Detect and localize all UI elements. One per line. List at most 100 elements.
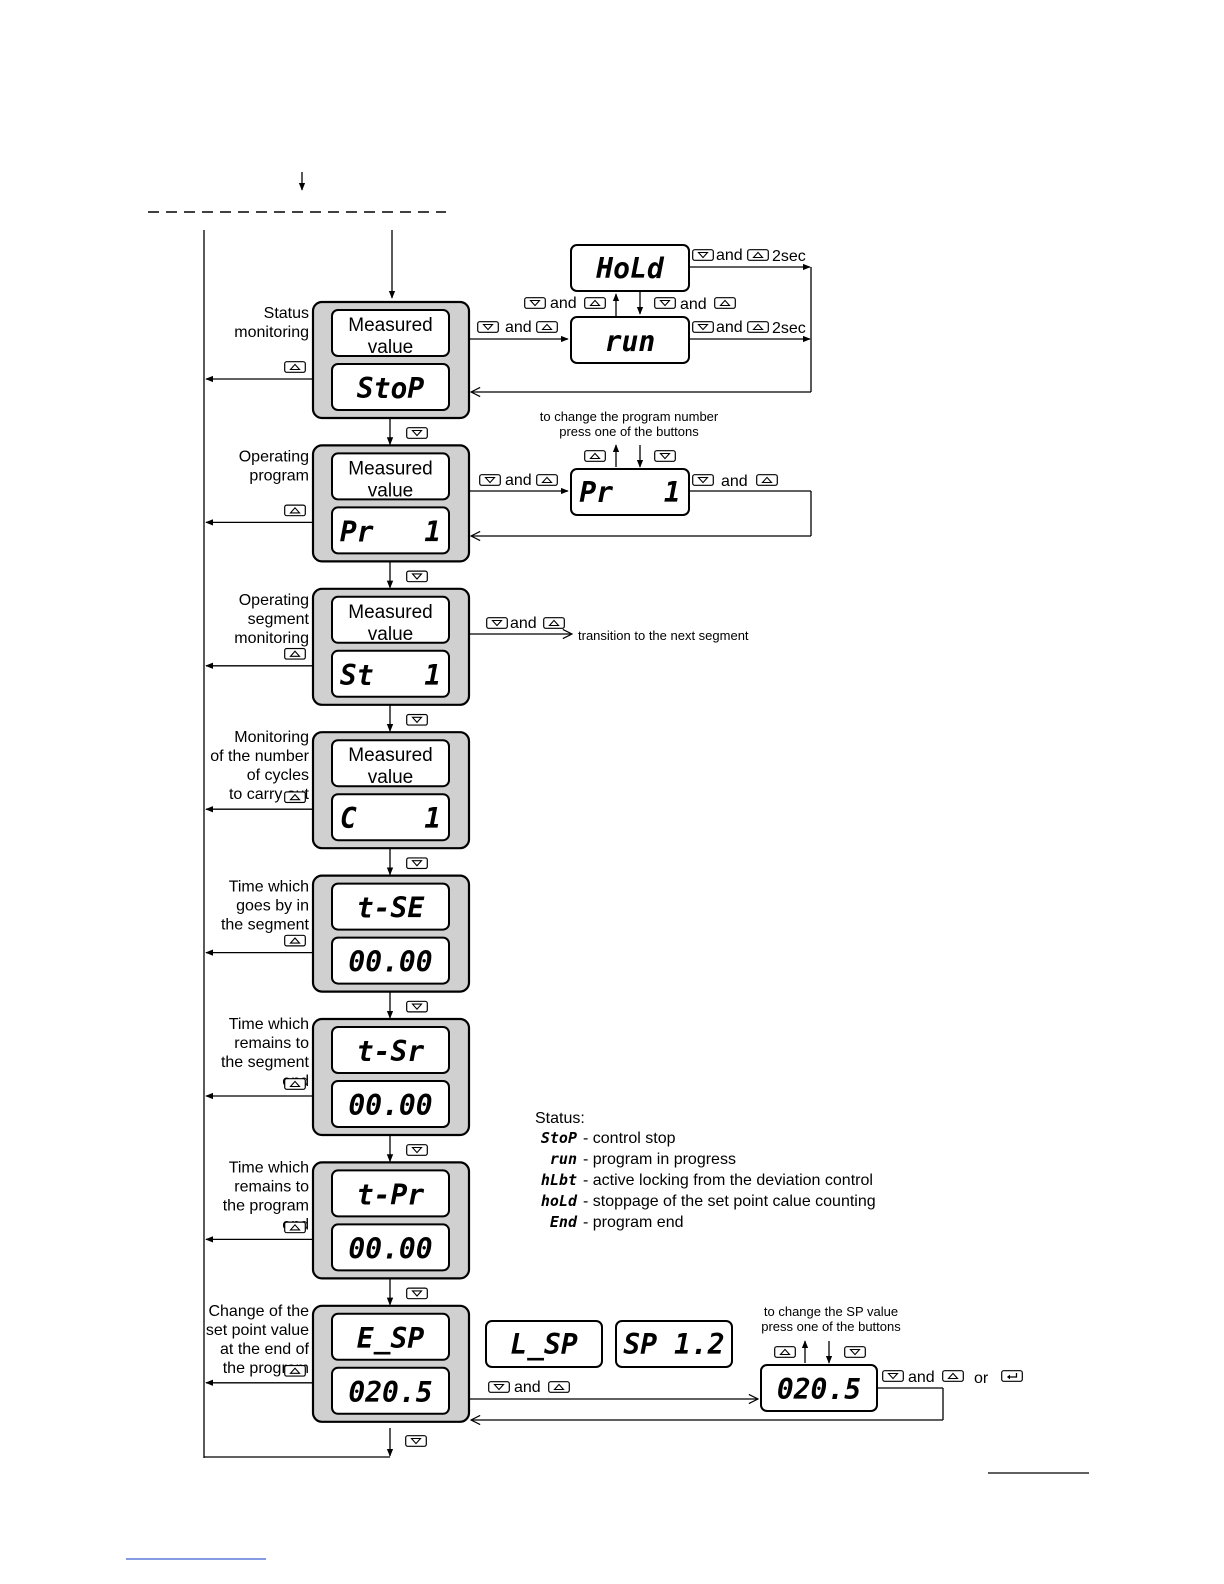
up-button-icon[interactable] [747,321,769,333]
up-button-icon[interactable] [584,450,606,462]
status-code: hLbt [541,1171,577,1189]
status-code: run [550,1150,577,1168]
lower-display [331,793,450,842]
upper-display-text: t-Sr [357,1035,425,1068]
program-number-display [570,468,690,516]
down-button-icon[interactable] [692,321,714,333]
down-button-icon[interactable] [477,321,499,333]
up-button-icon[interactable] [774,1346,796,1358]
upper-display [331,1312,450,1361]
up-button-icon[interactable] [536,474,558,486]
hold-display-text: HoLd [595,252,665,285]
and-label: and [510,615,537,632]
status-description: - program end [583,1214,684,1231]
and-label: and [721,473,748,490]
and-label: and [514,1379,541,1396]
up-button-icon[interactable] [284,361,306,373]
lower-display-text: StoP [357,372,425,405]
down-button-icon[interactable] [654,450,676,462]
up-button-icon[interactable] [284,504,306,517]
status-code: StoP [541,1129,577,1147]
down-button-icon[interactable] [406,1287,428,1300]
up-button-icon[interactable] [548,1381,570,1393]
enter-button-icon[interactable] [1001,1370,1023,1382]
down-button-icon[interactable] [486,617,508,629]
up-button-icon[interactable] [714,297,736,309]
and-label: and [716,319,743,336]
status-description: - active locking from the deviation cont… [583,1172,873,1189]
down-button-icon[interactable] [406,1144,428,1156]
upper-display-text: E_SP [357,1322,425,1355]
up-button-icon[interactable] [284,1364,306,1377]
down-button-icon[interactable] [692,474,714,486]
up-button-icon[interactable] [747,249,769,261]
down-button-icon[interactable] [406,570,428,583]
up-button-icon[interactable] [284,934,306,947]
up-button-icon[interactable] [284,1221,306,1234]
up-button-icon[interactable] [543,617,565,629]
and-label: and [550,295,577,312]
lower-display [331,506,450,555]
or-label: or [974,1370,989,1387]
up-button-icon[interactable] [284,791,306,804]
up-button-icon[interactable] [536,321,558,333]
l-sp-display-text: L_SP [510,1328,578,1361]
hold-display [570,244,690,292]
up-button-icon[interactable] [284,1078,306,1090]
l-sp-display [485,1320,603,1368]
upper-display [331,882,450,931]
status-legend-title: Status: [535,1110,585,1127]
upper-display-text: t-Pr [357,1178,425,1211]
and-label: and [505,319,532,336]
down-button-icon[interactable] [406,857,428,870]
up-button-icon[interactable] [284,647,306,660]
program-hint-line2: press one of the buttons [559,424,699,439]
lower-display-text: 00.00 [348,1089,432,1122]
down-button-icon[interactable] [524,297,546,309]
lower-display [331,1366,450,1415]
down-button-icon[interactable] [405,1435,427,1447]
lower-display [331,363,450,411]
and-label: and [716,247,743,264]
sp-change-group: L_SP SP 1.2 to change the SP value press… [469,1304,1023,1420]
status-description: - stoppage of the set point calue counti… [583,1193,876,1210]
status-description: - control stop [583,1130,676,1147]
upper-display [331,739,450,788]
and-label: and [680,296,707,313]
down-button-icon[interactable] [406,427,428,439]
upper-display [331,595,450,644]
upper-display [331,1169,450,1218]
up-button-icon[interactable] [756,474,778,486]
lower-display-text: St 1 [340,659,441,692]
down-button-icon[interactable] [406,1000,428,1013]
lower-display-text: Pr 1 [340,515,441,548]
down-button-icon[interactable] [479,474,501,486]
down-button-icon[interactable] [882,1370,904,1382]
2sec-label: 2sec [772,320,806,337]
lower-display [331,936,450,985]
lower-display-text: C 1 [340,802,441,835]
status-code: End [550,1213,578,1231]
down-button-icon[interactable] [488,1381,510,1393]
lower-display [331,649,450,698]
run-display [570,316,690,364]
down-button-icon[interactable] [844,1346,866,1358]
down-button-icon[interactable] [654,297,676,309]
lower-display [331,1080,450,1128]
down-button-icon[interactable] [406,713,428,726]
sp-hint-line1: to change the SP value [764,1304,898,1319]
sp-value-display-text: 020.5 [777,1373,861,1406]
down-button-icon[interactable] [692,249,714,261]
up-button-icon[interactable] [584,297,606,309]
up-button-icon[interactable] [942,1370,964,1382]
